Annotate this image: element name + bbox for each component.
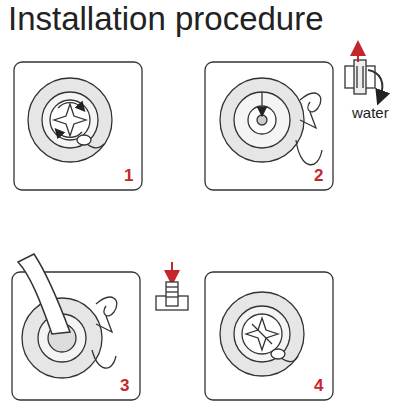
step-panel (205, 62, 333, 190)
flow-note: water (352, 104, 389, 121)
callout-number: 4 (314, 376, 323, 396)
valve-closed (28, 78, 112, 162)
callout-number: 2 (314, 166, 323, 186)
diagram-title: Installation procedure (8, 0, 324, 38)
callout-number: 3 (120, 376, 129, 396)
valve-capped (220, 292, 304, 376)
step-panel (14, 62, 142, 190)
hose-attached (18, 254, 117, 378)
valve-open (220, 78, 322, 165)
callout-number: 1 (124, 166, 133, 186)
release-icon (345, 48, 382, 98)
step-panel (12, 272, 140, 400)
screw-icon (156, 262, 188, 310)
step-panel (205, 272, 333, 400)
